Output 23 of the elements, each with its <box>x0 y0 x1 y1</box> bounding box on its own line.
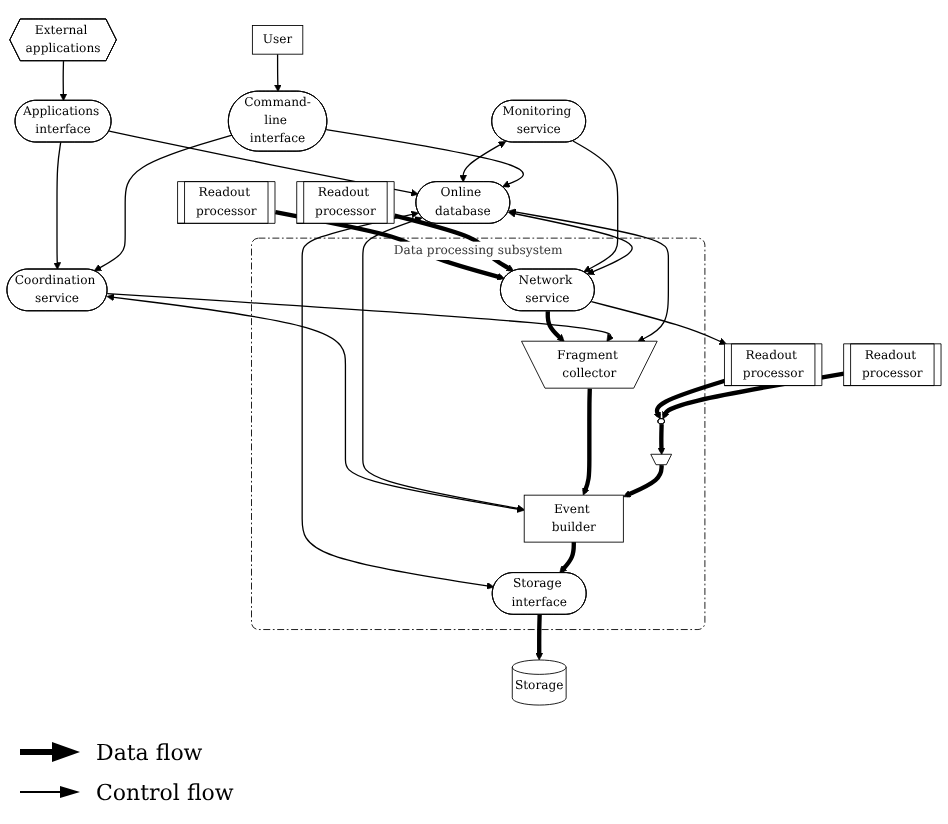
arrow <box>653 378 726 420</box>
arrow <box>508 210 633 275</box>
arrow <box>572 140 619 273</box>
arrow <box>59 60 68 102</box>
arrow <box>508 208 669 342</box>
arrow <box>559 542 576 574</box>
arrow <box>459 141 507 183</box>
arrow <box>325 128 524 188</box>
arrow <box>582 388 592 496</box>
arrow <box>301 210 495 590</box>
arrow <box>657 424 666 456</box>
arrow <box>535 614 544 661</box>
node-triangle <box>650 453 673 466</box>
legend-label: Data flow <box>96 739 203 765</box>
arrow <box>623 465 664 498</box>
arrow <box>274 53 282 92</box>
arrow <box>93 134 233 272</box>
arrow <box>362 216 525 513</box>
legend-label: Control flow <box>96 779 234 805</box>
arrow <box>106 292 614 342</box>
arrow <box>545 311 565 342</box>
arrow <box>53 141 62 270</box>
arrow <box>590 301 727 345</box>
